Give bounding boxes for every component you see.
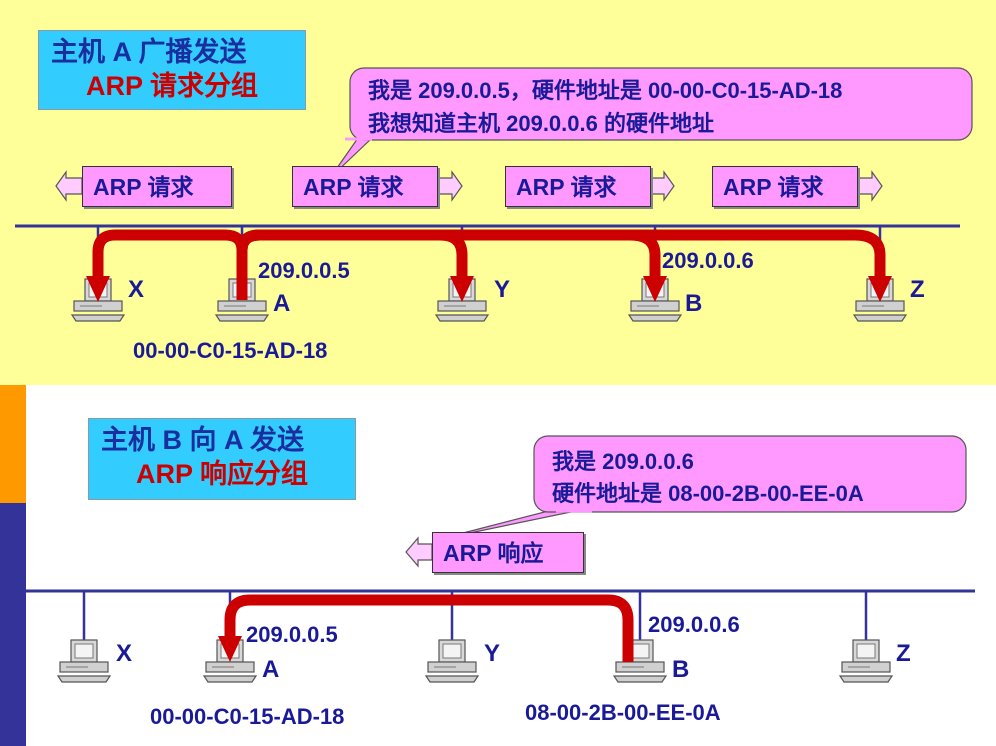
computer-z-icon	[839, 639, 893, 683]
response-bubble-line2: 硬件地址是 08-00-2B-00-EE-0A	[552, 481, 864, 506]
ip-address-a: 209.0.0.5	[258, 258, 350, 283]
host-label-y: Y	[494, 276, 511, 303]
computer-y-icon	[425, 639, 479, 683]
host-label-z: Z	[896, 640, 911, 667]
request-title-line1: 主机 A 广播发送	[51, 37, 247, 67]
host-label-b: B	[685, 290, 703, 317]
ip-address-b: 209.0.0.6	[662, 248, 754, 273]
response-title-line1: 主机 B 向 A 发送	[101, 425, 305, 455]
arp-response-packet: ARP 响应	[432, 532, 584, 573]
response-arrow	[224, 594, 634, 662]
host-label-y: Y	[484, 640, 501, 667]
response-title-line2: ARP 响应分组	[135, 459, 309, 489]
side-accent-navy	[0, 503, 26, 746]
host-label-x: X	[128, 276, 145, 303]
computer-x-icon	[57, 639, 111, 683]
host-label-z: Z	[910, 276, 925, 303]
arp-request-packet-2: ARP 请求	[292, 166, 438, 207]
host-label-a: A	[273, 290, 291, 317]
computer-b-icon	[613, 639, 667, 683]
request-bubble-line2: 我想知道主机 209.0.0.6 的硬件地址	[368, 111, 714, 136]
arp-request-packet-4: ARP 请求	[712, 166, 858, 207]
response-title-box: 主机 B 向 A 发送 ARP 响应分组	[88, 418, 356, 500]
host-label-b: B	[672, 656, 690, 683]
mac-address-a: 00-00-C0-15-AD-18	[150, 704, 345, 729]
ip-address-b: 209.0.0.6	[648, 612, 740, 637]
mac-address-b: 08-00-2B-00-EE-0A	[525, 700, 721, 725]
host-label-x: X	[116, 640, 133, 667]
request-title-box: 主机 A 广播发送 ARP 请求分组	[38, 30, 306, 110]
broadcast-arrows	[92, 229, 886, 300]
arp-request-packet-3: ARP 请求	[505, 166, 651, 207]
response-bubble-line1: 我是 209.0.0.6	[552, 449, 694, 474]
arp-request-packet-1: ARP 请求	[82, 166, 232, 207]
ip-address-a: 209.0.0.5	[246, 622, 338, 647]
request-bubble-line1: 我是 209.0.0.5，硬件地址是 00-00-C0-15-AD-18	[368, 78, 843, 103]
host-label-a: A	[262, 656, 280, 683]
request-title-line2: ARP 请求分组	[85, 71, 259, 101]
mac-address-a: 00-00-C0-15-AD-18	[133, 338, 328, 363]
side-accent-orange	[0, 385, 26, 503]
